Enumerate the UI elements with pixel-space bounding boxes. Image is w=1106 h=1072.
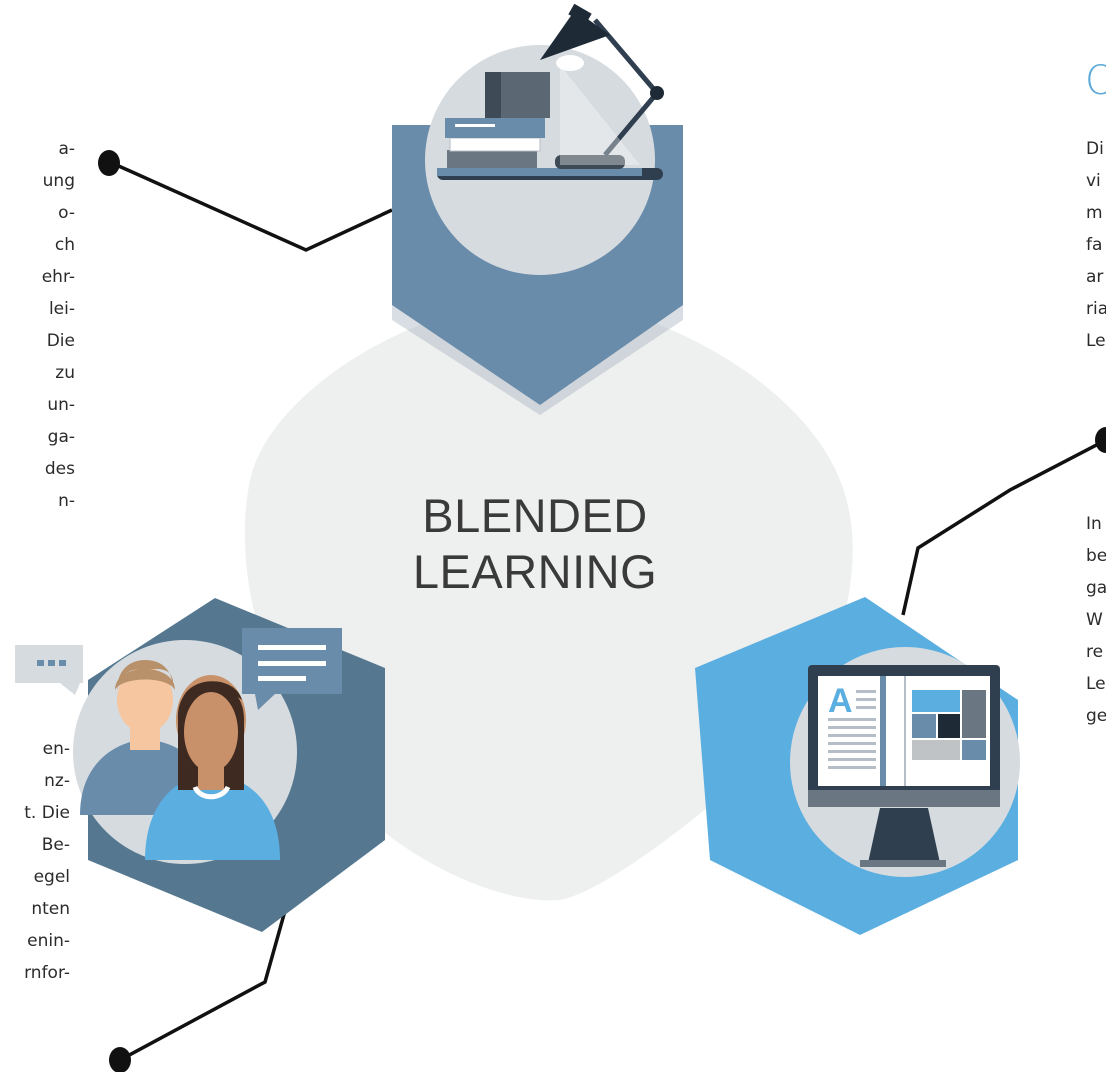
text-line: egel bbox=[33, 867, 70, 887]
connector-bottom-left bbox=[119, 892, 292, 1062]
text-line: n- bbox=[58, 491, 75, 511]
center-title: BLENDED LEARNING bbox=[395, 488, 675, 600]
connector-dot-top-left bbox=[98, 150, 120, 176]
svg-text:A: A bbox=[828, 682, 853, 720]
text-line: ga bbox=[1086, 578, 1106, 598]
top-node bbox=[392, 3, 683, 415]
text-line: a- bbox=[58, 139, 75, 159]
monitor-ebook-icon: A bbox=[808, 665, 1000, 867]
text-line: enin- bbox=[27, 931, 70, 951]
text-line: ria bbox=[1086, 299, 1106, 319]
center-shape bbox=[244, 300, 853, 901]
text-line: Le bbox=[1086, 331, 1106, 351]
text-line: o- bbox=[58, 203, 75, 223]
top-icon-circle bbox=[425, 45, 655, 275]
text-line: ar bbox=[1086, 267, 1104, 287]
center-title-line2: LEARNING bbox=[412, 545, 658, 598]
text-line: nz- bbox=[44, 771, 70, 791]
text-line: In bbox=[1086, 514, 1102, 534]
text-line: ung bbox=[42, 171, 75, 191]
text-line: Be- bbox=[41, 835, 70, 855]
text-line: ehr- bbox=[41, 267, 75, 287]
text-line: Di bbox=[1086, 139, 1104, 159]
text-line: ga- bbox=[47, 427, 75, 447]
desk-lamp-books-icon bbox=[437, 3, 664, 180]
connector-lines bbox=[111, 161, 1106, 1062]
text-line: rnfor- bbox=[24, 963, 70, 983]
text-line: Die bbox=[46, 331, 75, 351]
text-line: t. Die bbox=[24, 803, 70, 823]
text-line: zu bbox=[55, 363, 75, 383]
text-line: Le bbox=[1086, 674, 1106, 694]
connector-top-left bbox=[111, 161, 393, 252]
text-line: m bbox=[1086, 203, 1103, 223]
left-node bbox=[15, 598, 385, 932]
text-line: ch bbox=[54, 235, 75, 255]
text-line: vi bbox=[1086, 171, 1101, 191]
connector-dot-right bbox=[1095, 427, 1106, 453]
text-line: be bbox=[1086, 546, 1106, 566]
right-node: A bbox=[695, 597, 1020, 935]
text-line: W bbox=[1086, 610, 1103, 630]
text-line: ge bbox=[1086, 706, 1106, 726]
text-line: des bbox=[44, 459, 75, 479]
text-line: re bbox=[1086, 642, 1104, 662]
connector-endpoints bbox=[98, 150, 1106, 1072]
right-heading: O bbox=[1085, 58, 1106, 104]
text-line: fa bbox=[1086, 235, 1103, 255]
connector-dot-bottom-left bbox=[109, 1047, 131, 1072]
left-top-text: a-ung o-ch ehr-lei- Die zu un-ga-des n- bbox=[0, 133, 75, 517]
text-line: lei- bbox=[48, 299, 75, 319]
people-chat-icon bbox=[15, 628, 342, 860]
text-line: un- bbox=[47, 395, 75, 415]
text-line: nten bbox=[31, 899, 70, 919]
text-line: en- bbox=[42, 739, 70, 759]
connector-right bbox=[901, 438, 1106, 616]
center-title-line1: BLENDED bbox=[422, 489, 648, 542]
